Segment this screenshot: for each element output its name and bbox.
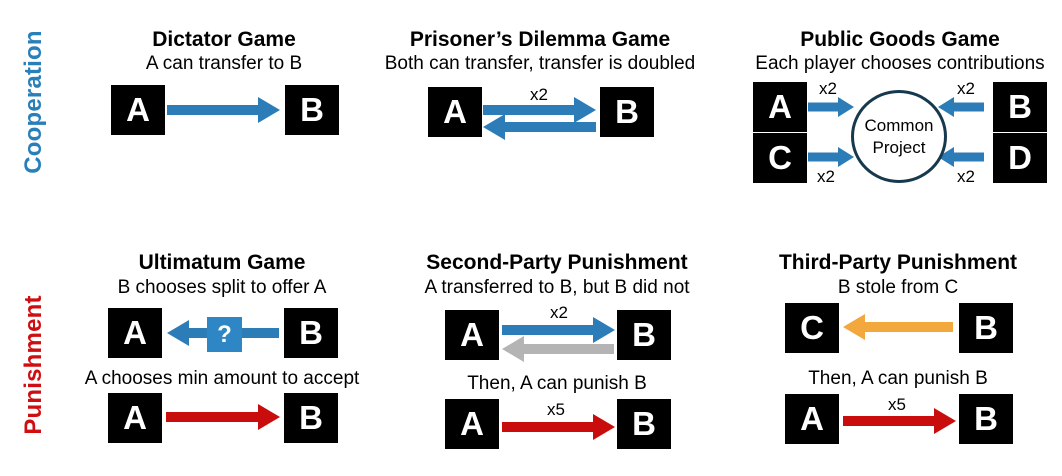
arrow-shaft xyxy=(483,105,580,115)
player-node-b: B xyxy=(284,308,338,358)
accept-arrow-a-to-b xyxy=(166,404,280,430)
player-node-b: B xyxy=(285,85,339,135)
contribution-arrow-c xyxy=(808,147,854,167)
panel-subtitle: A transferred to B, but B did not xyxy=(424,277,690,298)
player-node-a: A xyxy=(108,308,162,358)
player-node-a: A xyxy=(428,87,482,137)
arrow-shaft xyxy=(843,416,940,426)
common-project-circle: Common Project xyxy=(851,90,947,183)
player-node-a: A xyxy=(753,82,807,132)
player-node-d: D xyxy=(993,133,1047,183)
punish-multiplier-label: x5 xyxy=(547,400,565,419)
punish-arrow-a-to-b xyxy=(843,408,956,434)
arrow-head xyxy=(258,404,280,430)
arrow-shaft xyxy=(808,102,842,112)
arrow-head xyxy=(843,314,865,340)
player-node-a: A xyxy=(108,393,162,443)
transfer-multiplier-label: x2 xyxy=(550,303,568,322)
transfer-arrow-a-to-b xyxy=(483,97,596,123)
arrow-shaft xyxy=(518,344,614,354)
arrow-shaft xyxy=(950,102,984,112)
arrow-shaft xyxy=(167,105,264,115)
player-node-c: C xyxy=(753,133,807,183)
arrow-head xyxy=(838,147,854,167)
row-label-cooperation: Cooperation xyxy=(20,30,47,174)
panel-subtitle: B chooses split to offer A xyxy=(117,277,327,298)
row-label-punishment: Punishment xyxy=(20,295,47,435)
transfer-arrow-b-to-a xyxy=(483,114,596,140)
contribution-multiplier-a: x2 xyxy=(819,79,837,98)
step2-caption: Then, A can punish B xyxy=(467,373,647,394)
steal-arrow-b-to-c xyxy=(843,314,953,340)
panel-title: Second-Party Punishment xyxy=(426,251,688,274)
player-node-b: B xyxy=(617,310,671,360)
offer-question-box: ? xyxy=(207,317,242,352)
arrow-head xyxy=(838,97,854,117)
panel-subtitle: B stole from C xyxy=(837,277,959,298)
arrow-shaft xyxy=(950,152,984,162)
panel-subtitle: Both can transfer, transfer is doubled xyxy=(384,53,696,74)
player-node-b: B xyxy=(959,303,1013,353)
player-node-a: A xyxy=(111,85,165,135)
panel-title: Prisoner’s Dilemma Game xyxy=(409,28,671,51)
punish-multiplier-label: x5 xyxy=(888,395,906,414)
player-node-b: B xyxy=(617,399,671,449)
arrow-shaft xyxy=(166,412,264,422)
step2-caption: A chooses min amount to accept xyxy=(84,368,360,389)
panel-title: Dictator Game xyxy=(152,28,296,51)
player-node-a: A xyxy=(445,399,499,449)
arrow-head xyxy=(593,414,615,440)
contribution-arrow-a xyxy=(808,97,854,117)
contribution-multiplier-c: x2 xyxy=(817,167,835,186)
step2-caption: Then, A can punish B xyxy=(808,368,988,389)
punish-arrow-a-to-b xyxy=(502,414,615,440)
contribution-multiplier-d: x2 xyxy=(957,167,975,186)
player-node-b: B xyxy=(284,393,338,443)
arrow-shaft xyxy=(808,152,842,162)
arrow-head xyxy=(934,408,956,434)
panel-title: Public Goods Game xyxy=(800,28,1000,51)
pool-label-line1: Common xyxy=(864,116,934,136)
arrow-head xyxy=(938,97,954,117)
panel-subtitle: Each player chooses contributions xyxy=(755,53,1045,74)
arrow-shaft xyxy=(502,422,599,432)
arrow-head xyxy=(167,320,189,346)
transfer-arrow-a-to-b xyxy=(167,97,280,123)
arrow-head xyxy=(502,336,524,362)
arrow-head xyxy=(483,114,505,140)
panel-title: Ultimatum Game xyxy=(138,251,306,274)
pool-label-line2: Project xyxy=(872,137,926,157)
arrow-shaft xyxy=(502,325,599,335)
transfer-multiplier-label: x2 xyxy=(530,85,548,104)
arrow-head xyxy=(574,97,596,123)
player-node-a: A xyxy=(445,310,499,360)
player-node-a: A xyxy=(785,394,839,444)
arrow-head xyxy=(258,97,280,123)
transfer-arrow-a-to-b xyxy=(502,317,615,343)
player-node-b: B xyxy=(993,82,1047,132)
player-node-b: B xyxy=(600,87,654,137)
arrow-head xyxy=(593,317,615,343)
player-node-b: B xyxy=(959,394,1013,444)
panel-title: Third-Party Punishment xyxy=(778,251,1018,274)
contribution-arrow-b xyxy=(938,97,984,117)
arrow-shaft xyxy=(499,122,596,132)
missing-return-arrow-b-to-a xyxy=(502,336,614,362)
player-node-c: C xyxy=(785,303,839,353)
contribution-multiplier-b: x2 xyxy=(957,79,975,98)
arrow-shaft xyxy=(859,322,953,332)
panel-subtitle: A can transfer to B xyxy=(145,53,303,74)
